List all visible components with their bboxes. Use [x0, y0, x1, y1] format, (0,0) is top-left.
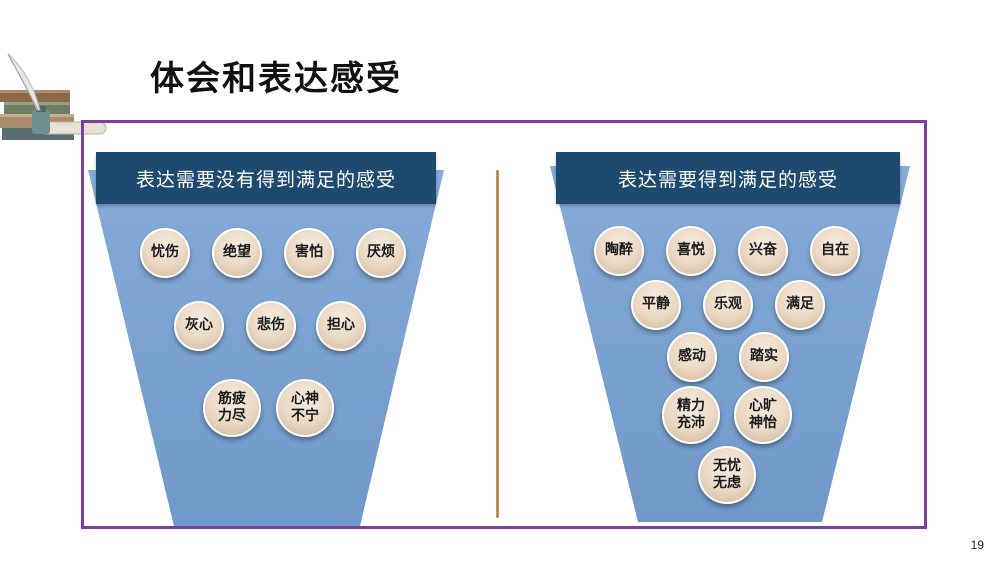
emotion-bubble: 厌烦: [356, 228, 406, 278]
emotion-bubble: 满足: [775, 280, 825, 330]
slide-title: 体会和表达感受: [150, 59, 402, 99]
emotion-bubble: 感动: [667, 332, 717, 382]
right-funnel-header: 表达需要得到满足的感受: [556, 152, 900, 204]
panel-divider: [496, 170, 499, 518]
content-frame: [81, 120, 927, 529]
emotion-bubble: 灰心: [174, 301, 224, 351]
page-number: 19: [970, 538, 984, 552]
emotion-bubble: 绝望: [212, 228, 262, 278]
emotion-bubble: 踏实: [739, 332, 789, 382]
emotion-bubble: 喜悦: [666, 226, 716, 276]
emotion-bubble: 陶醉: [594, 226, 644, 276]
emotion-bubble: 悲伤: [246, 301, 296, 351]
emotion-bubble: 自在: [810, 226, 860, 276]
left-funnel: 表达需要没有得到满足的感受 忧伤 绝望 害怕 厌烦 灰心 悲伤 担心 筋疲 力尽…: [86, 152, 446, 528]
emotion-bubble: 担心: [316, 301, 366, 351]
emotion-bubble: 精力 充沛: [662, 386, 720, 444]
right-funnel: 表达需要得到满足的感受 陶醉 喜悦 兴奋 自在 平静 乐观 满足 感动 踏实 精…: [548, 152, 912, 524]
emotion-bubble: 心神 不宁: [276, 379, 334, 437]
emotion-bubble: 筋疲 力尽: [203, 379, 261, 437]
left-funnel-header: 表达需要没有得到满足的感受: [96, 152, 436, 204]
emotion-bubble: 平静: [631, 280, 681, 330]
emotion-bubble: 害怕: [284, 228, 334, 278]
books-quill-icon: [0, 53, 107, 140]
emotion-bubble: 兴奋: [738, 226, 788, 276]
emotion-bubble: 心旷 神怡: [734, 386, 792, 444]
emotion-bubble: 乐观: [703, 280, 753, 330]
emotion-bubble: 无忧 无虑: [698, 446, 756, 504]
emotion-bubble: 忧伤: [140, 228, 190, 278]
